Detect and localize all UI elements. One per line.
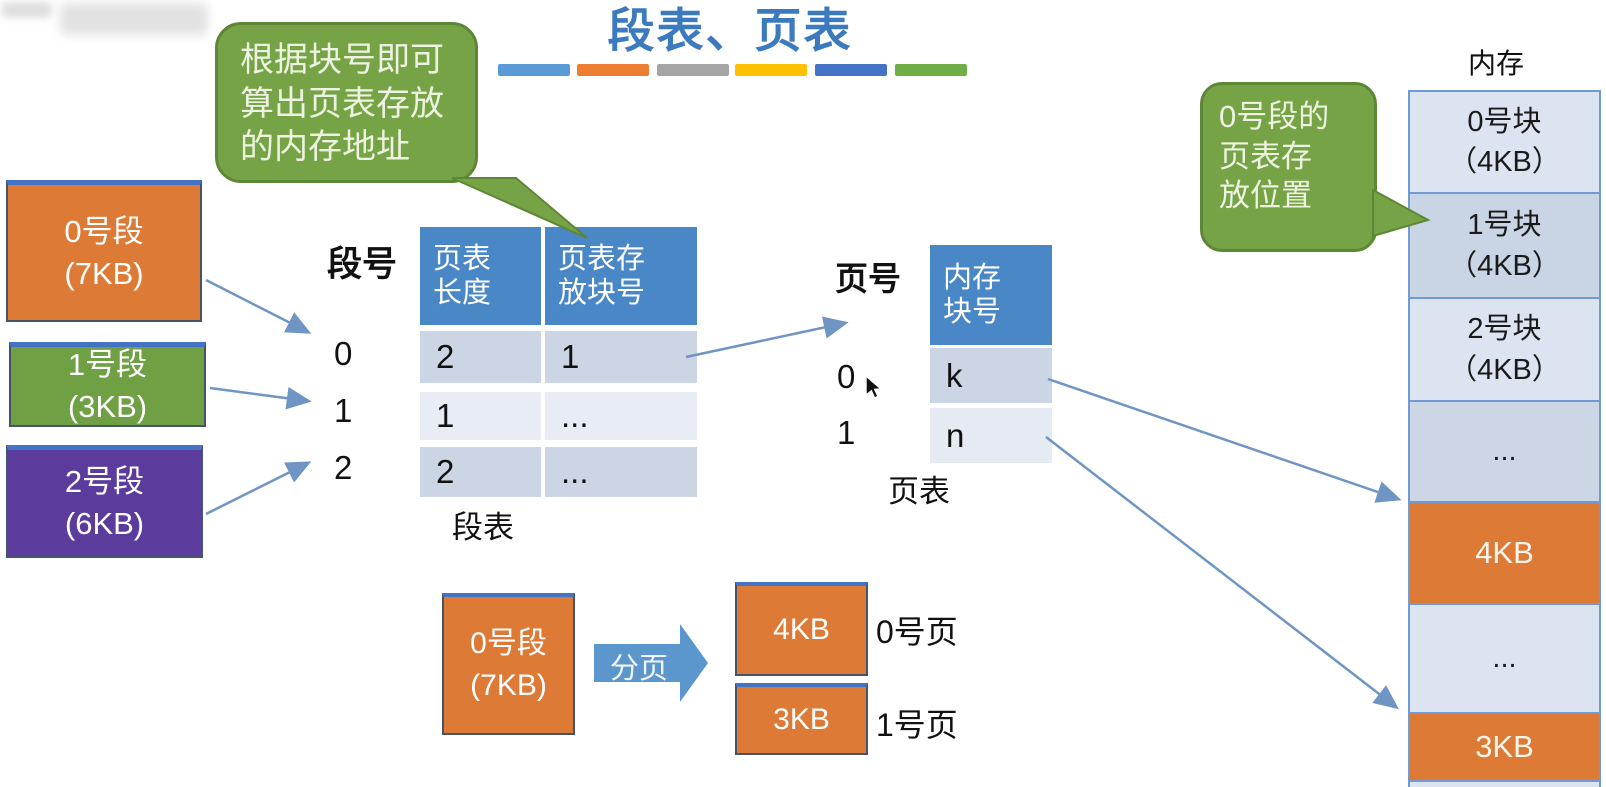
memory-block-2: 2号块 （4KB） [1410, 299, 1599, 402]
page-row-id-1: 1 [837, 414, 856, 451]
arrow-seg1-to-row1 [209, 386, 312, 410]
page-table-axis-label: 页号 [835, 260, 901, 297]
memory-block-ellipsis-1: ... [1410, 402, 1599, 503]
memory-block-ellipsis-2: ... [1410, 605, 1599, 714]
segment-row-id-0: 0 [334, 335, 353, 372]
arrow-segtable-to-pagetable [685, 316, 849, 359]
paging-arrow-body [594, 644, 680, 682]
memory-column: 0号块 （4KB） 1号块 （4KB） 2号块 （4KB） ... 4KB ..… [1408, 90, 1601, 787]
memory-block-4kb: 4KB [1410, 503, 1599, 605]
segment-table-cell-1-block: ... [545, 392, 697, 440]
segment-table-axis-label: 段号 [327, 245, 398, 284]
page-table-caption: 页表 [888, 474, 950, 509]
page-0-name: 0号页 [876, 614, 958, 650]
memory-block-0: 0号块 （4KB） [1410, 92, 1599, 194]
paging-arrow-head [680, 624, 708, 702]
page-1-name: 1号页 [876, 707, 958, 743]
page-table-header: 内存 块号 [930, 245, 1052, 345]
segment-table-caption: 段表 [452, 510, 514, 545]
accent-bar-green [895, 64, 967, 76]
arrow-seg2-to-row2 [205, 461, 312, 516]
accent-bar-darkblue [815, 64, 887, 76]
segment-table-cell-2-block: ... [545, 447, 697, 497]
segment-table-cell-2-len: 2 [420, 447, 541, 497]
watermark-smudge [60, 3, 208, 35]
page-row-id-0: 0 [837, 358, 856, 395]
page-box-1: 3KB [735, 683, 868, 755]
segment-0-size: (7KB) [64, 255, 144, 291]
segment-table-cell-0-len: 2 [420, 331, 541, 383]
accent-bar-gray [657, 64, 729, 76]
accent-bar-orange [577, 64, 649, 76]
callout-page-table-location: 0号段的 页表存 放位置 [1200, 82, 1377, 252]
page-box-0: 4KB [735, 582, 868, 676]
memory-block-3kb: 3KB [1410, 714, 1599, 782]
page-table-cell-0: k [930, 348, 1052, 403]
segment-box-2: 2号段 (6KB) [6, 445, 203, 558]
segment-table-header-length: 页表 长度 [420, 227, 541, 325]
mouse-cursor [865, 374, 883, 399]
memory-label: 内存 [1468, 48, 1525, 79]
segment-table-header-block: 页表存 放块号 [545, 227, 697, 325]
paging-segment-size: (7KB) [470, 669, 547, 702]
callout-page-table-address: 根据块号即可 算出页表存放 的内存地址 [215, 22, 478, 183]
paging-segment-name: 0号段 [470, 627, 547, 660]
segment-box-1: 1号段 (3KB) [9, 342, 206, 427]
segment-2-size: (6KB) [64, 506, 145, 541]
paging-arrow-label: 分页 [609, 653, 668, 685]
segment-row-id-1: 1 [334, 392, 353, 429]
accent-bar-yellow [735, 64, 807, 76]
memory-block-partial [1410, 782, 1599, 787]
page-title: 段表、页表 [607, 4, 853, 57]
segment-box-0: 0号段 (7KB) [6, 180, 202, 322]
segment-row-id-2: 2 [334, 449, 353, 486]
arrow-seg0-to-row0 [205, 278, 312, 334]
segment-1-label: 1号段 [67, 347, 148, 383]
arrow-k-to-4kb-block [1047, 377, 1402, 503]
page-table-cell-1: n [930, 408, 1052, 463]
segment-1-size: (3KB) [67, 389, 148, 424]
accent-bar-blue [498, 64, 570, 76]
segment-table-cell-0-block: 1 [545, 331, 697, 383]
segment-table-cell-1-len: 1 [420, 392, 541, 440]
paging-segment-box: 0号段 (7KB) [442, 593, 575, 735]
memory-block-1: 1号块 （4KB） [1410, 194, 1599, 299]
arrow-n-to-3kb-block [1045, 436, 1399, 710]
segment-2-label: 2号段 [64, 464, 145, 500]
segment-0-label: 0号段 [64, 213, 144, 249]
watermark-smudge [2, 2, 52, 18]
